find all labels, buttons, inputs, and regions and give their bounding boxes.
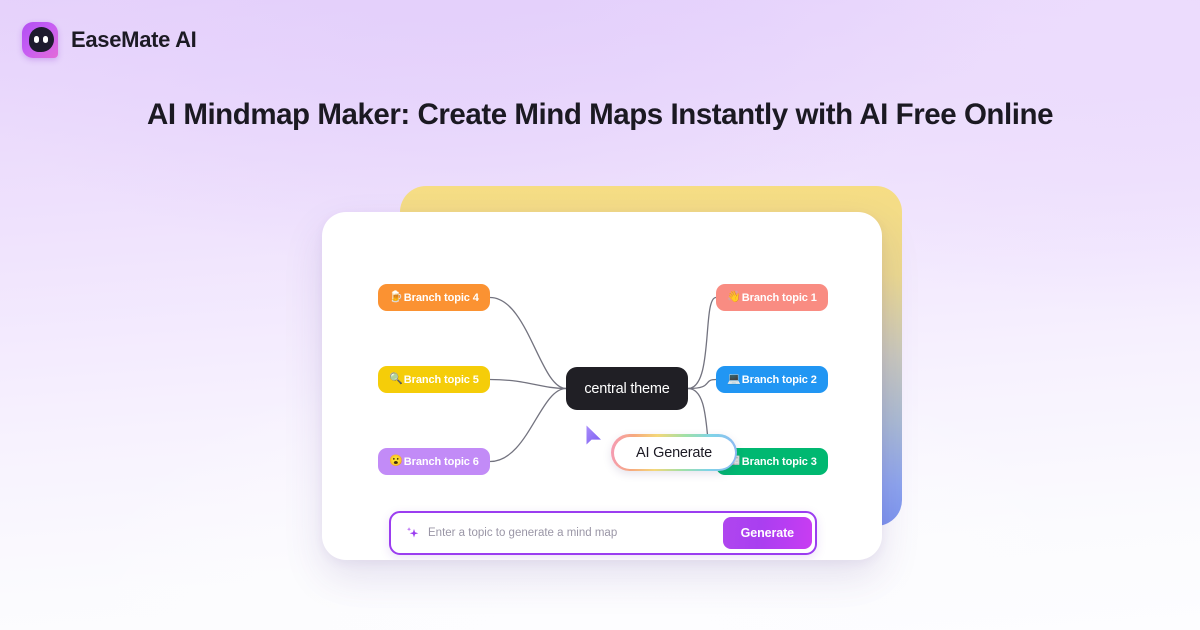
app-header: EaseMate AI — [22, 22, 197, 58]
logo-eye-right — [43, 36, 48, 43]
mindmap-node-label: Branch topic 6 — [403, 455, 479, 468]
topic-input[interactable]: Enter a topic to generate a mind map — [394, 516, 723, 550]
waving-hand-icon: 👋 — [727, 291, 741, 303]
mindmap-canvas[interactable]: central theme 👋Branch topic 1💻Branch top… — [322, 212, 882, 560]
mindmap-node-1[interactable]: 👋Branch topic 1 — [716, 284, 828, 311]
generate-button[interactable]: Generate — [722, 517, 812, 549]
mindmap-edge — [489, 296, 567, 390]
hero-card-stack: central theme 👋Branch topic 1💻Branch top… — [300, 186, 920, 576]
mindmap-node-label: Branch topic 3 — [741, 455, 817, 468]
brand-name[interactable]: EaseMate AI — [71, 27, 197, 52]
mindmap-edges — [489, 296, 717, 463]
mindmap-edge — [489, 378, 567, 390]
mindmap-edge — [687, 296, 717, 390]
mouse-pointer-icon — [586, 425, 601, 445]
topic-input-placeholder: Enter a topic to generate a mind map — [428, 527, 618, 539]
node-central-theme[interactable]: central theme — [566, 367, 688, 410]
mindmap-node-label: Branch topic 5 — [403, 373, 479, 386]
node-central-theme-label: central theme — [584, 380, 670, 397]
mindmap-node-label: Branch topic 4 — [403, 291, 479, 304]
mindmap-node-4[interactable]: 🍺Branch topic 4 — [378, 284, 490, 311]
mindmap-node-2[interactable]: 💻Branch topic 2 — [716, 366, 828, 393]
mindmap-app-card: central theme 👋Branch topic 1💻Branch top… — [322, 212, 882, 560]
mindmap-node-5[interactable]: 🔍Branch topic 5 — [378, 366, 490, 393]
mindmap-node-6[interactable]: 😮Branch topic 6 — [378, 448, 490, 475]
beer-mug-icon: 🍺 — [389, 291, 403, 303]
logo-bubble — [28, 27, 54, 52]
laptop-icon: 💻 — [727, 373, 741, 385]
surprised-face-icon: 😮 — [389, 455, 403, 467]
ai-generate-label: AI Generate — [636, 444, 712, 461]
sparkle-icon — [406, 526, 419, 538]
chat-bubble-robot-icon[interactable] — [22, 22, 58, 58]
mindmap-edge — [687, 378, 717, 390]
mindmap-node-label: Branch topic 2 — [741, 373, 817, 386]
mindmap-edge — [489, 387, 567, 463]
ai-generate-inner: AI Generate — [613, 436, 735, 469]
magnifying-glass-icon: 🔍 — [389, 373, 403, 385]
page-title: AI Mindmap Maker: Create Mind Maps Insta… — [146, 98, 1054, 131]
mindmap-node-label: Branch topic 1 — [741, 291, 817, 304]
logo-eye-left — [34, 36, 39, 43]
prompt-bar[interactable]: Enter a topic to generate a mind map Gen… — [389, 511, 817, 555]
ai-generate-button[interactable]: AI Generate — [611, 434, 737, 471]
